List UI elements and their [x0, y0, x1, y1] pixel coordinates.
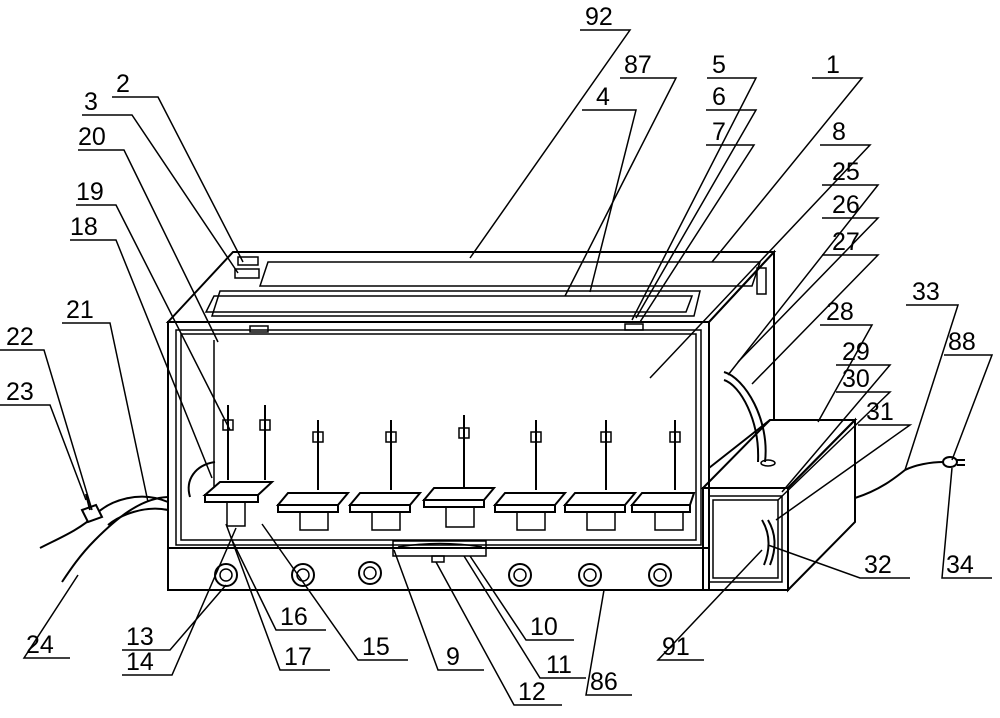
label-31: 31	[866, 398, 894, 426]
label-9: 9	[446, 643, 460, 671]
label-1: 1	[826, 51, 840, 79]
label-3: 3	[84, 88, 98, 116]
connecting-tube	[723, 371, 767, 463]
label-33: 33	[912, 278, 940, 306]
left-hoses	[39, 493, 169, 583]
label-21: 21	[66, 296, 94, 324]
label-92: 92	[585, 3, 613, 31]
label-2: 2	[116, 70, 130, 98]
label-4: 4	[596, 83, 610, 111]
label-24: 24	[26, 631, 54, 659]
label-32: 32	[864, 551, 892, 579]
label-12: 12	[518, 678, 546, 706]
label-8: 8	[832, 118, 846, 146]
main-cabinet	[165, 249, 777, 591]
label-22: 22	[6, 323, 34, 351]
stirrer-unit	[347, 420, 423, 531]
front-handle	[392, 540, 487, 563]
label-6: 6	[712, 83, 726, 111]
label-88: 88	[948, 328, 976, 356]
label-25: 25	[832, 158, 860, 186]
label-18: 18	[70, 213, 98, 241]
power-cord	[854, 461, 945, 499]
leader-lines	[0, 29, 994, 706]
inner-tube	[187, 461, 216, 498]
label-7: 7	[712, 118, 726, 146]
label-11: 11	[546, 651, 572, 679]
stirrer-unit	[421, 415, 497, 528]
label-27: 27	[832, 228, 860, 256]
label-23: 23	[6, 378, 34, 406]
label-19: 19	[76, 178, 104, 206]
label-34: 34	[946, 551, 974, 579]
stirrer-unit	[202, 405, 275, 527]
stirrer-unit	[275, 420, 351, 531]
power-plug-icon	[942, 456, 958, 468]
stirrer-unit	[562, 420, 638, 531]
stirrer-unit	[629, 420, 696, 531]
label-29: 29	[842, 338, 870, 366]
label-5: 5	[712, 51, 726, 79]
label-17: 17	[284, 643, 312, 671]
reference-numerals: 92 87 5 1 2 4 6 3 7 8 20 25 19 26 18 27 …	[6, 3, 976, 706]
label-86: 86	[590, 668, 618, 696]
label-10: 10	[530, 613, 558, 641]
stirrer-unit	[492, 420, 568, 531]
label-91: 91	[662, 633, 690, 661]
connecting-tube	[723, 379, 760, 463]
label-26: 26	[832, 191, 860, 219]
label-28: 28	[826, 298, 854, 326]
label-30: 30	[842, 365, 870, 393]
side-box	[700, 417, 858, 593]
label-13: 13	[126, 623, 154, 651]
stirrer-row	[202, 405, 696, 531]
label-16: 16	[280, 603, 308, 631]
label-15: 15	[362, 633, 390, 661]
label-87: 87	[624, 51, 652, 79]
label-14: 14	[126, 648, 154, 676]
label-20: 20	[78, 123, 106, 151]
